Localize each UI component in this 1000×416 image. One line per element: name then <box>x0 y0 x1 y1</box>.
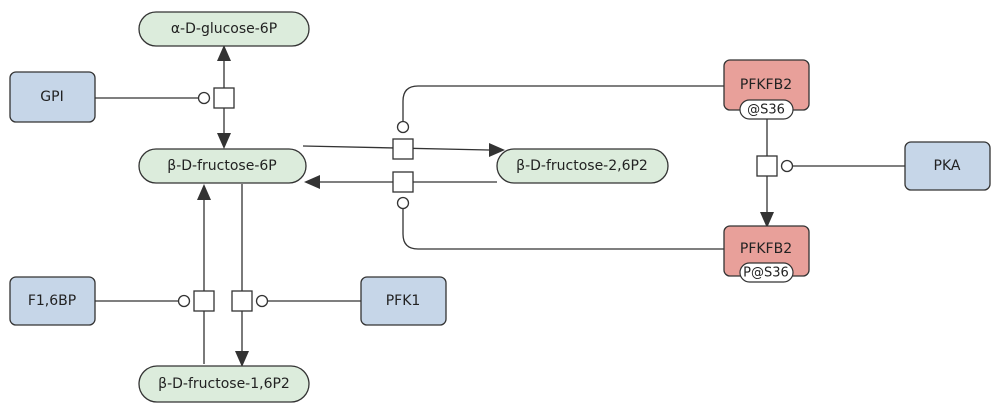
node-pfkfb2-unphosphorylated[interactable]: PFKFB2 @S36 <box>723 59 810 120</box>
arrow-down-to-fructose16p2 <box>235 351 249 367</box>
node-fructose16p2[interactable]: β-D-fructose-1,6P2 <box>138 365 310 403</box>
arrow-to-fructose26p2 <box>489 143 505 157</box>
pka-label: PKA <box>934 158 961 174</box>
gpi-catalysis-marker <box>197 91 211 105</box>
arrow-to-fructose6p <box>217 133 231 149</box>
pka-catalysis-marker <box>780 159 794 173</box>
node-fructose26p2[interactable]: β-D-fructose-2,6P2 <box>496 148 669 184</box>
pka-shape <box>904 141 991 191</box>
arrow-to-glucose6p <box>217 45 231 61</box>
pfkfb2-top-state-label: @S36 <box>747 103 785 118</box>
gpi-label: GPI <box>40 89 63 105</box>
kinase-process-node <box>392 138 414 160</box>
pfk1-label: PFK1 <box>386 293 421 309</box>
node-pka[interactable]: PKA <box>904 141 991 191</box>
fructose6p-label: β-D-fructose-6P <box>167 158 276 174</box>
fbpase-process-node <box>193 290 215 312</box>
fructose26p2-label: β-D-fructose-2,6P2 <box>516 158 648 174</box>
f16bp-label: F1,6BP <box>28 293 76 309</box>
fructose6p-shape <box>138 148 307 184</box>
node-glucose6p[interactable]: α-D-glucose-6P <box>138 11 310 47</box>
pfkfb2-bottom-state-variable <box>739 262 794 283</box>
pfkfb2-bottom-state-label: P@S36 <box>743 266 789 281</box>
fructose16p2-shape <box>138 365 310 403</box>
arrow-to-pfkfb2-phospho <box>760 212 774 228</box>
gpi-process-node <box>213 87 235 109</box>
pfkfb2-bottom-catalysis-edge <box>402 209 724 250</box>
gpi-shape <box>9 71 96 123</box>
node-pfkfb2-phosphorylated[interactable]: PFKFB2 P@S36 <box>723 225 810 283</box>
f16bp-catalysis-marker <box>177 294 191 308</box>
pfk1-catalysis-marker <box>255 294 269 308</box>
node-f16bp[interactable]: F1,6BP <box>9 276 96 326</box>
pfkfb2-top-state-variable <box>739 99 794 120</box>
pfkfb2-bottom-label: PFKFB2 <box>740 241 792 257</box>
pfkfb2-bottom-catalysis-marker <box>396 196 410 210</box>
f16bp-shape <box>9 276 96 326</box>
glucose6p-label: α-D-glucose-6P <box>171 21 277 37</box>
phosphorylation-process-node <box>756 155 778 177</box>
fructose26p2-shape <box>496 148 669 184</box>
pfk1-shape <box>360 276 447 326</box>
pfkfb2-top-catalysis-edge <box>402 85 724 121</box>
phosphatase-process-node <box>392 171 414 193</box>
pfkfb2-top-label: PFKFB2 <box>740 77 792 93</box>
arrow-back-to-fructose6p <box>304 175 320 189</box>
node-gpi[interactable]: GPI <box>9 71 96 123</box>
node-pfk1[interactable]: PFK1 <box>360 276 447 326</box>
pfk1-process-node <box>231 290 253 312</box>
pfkfb2-top-catalysis-marker <box>396 120 410 134</box>
glucose6p-shape <box>138 11 310 47</box>
arrow-up-to-fructose6p <box>197 184 211 200</box>
fructose16p2-label: β-D-fructose-1,6P2 <box>158 376 290 392</box>
node-fructose6p[interactable]: β-D-fructose-6P <box>138 148 307 184</box>
